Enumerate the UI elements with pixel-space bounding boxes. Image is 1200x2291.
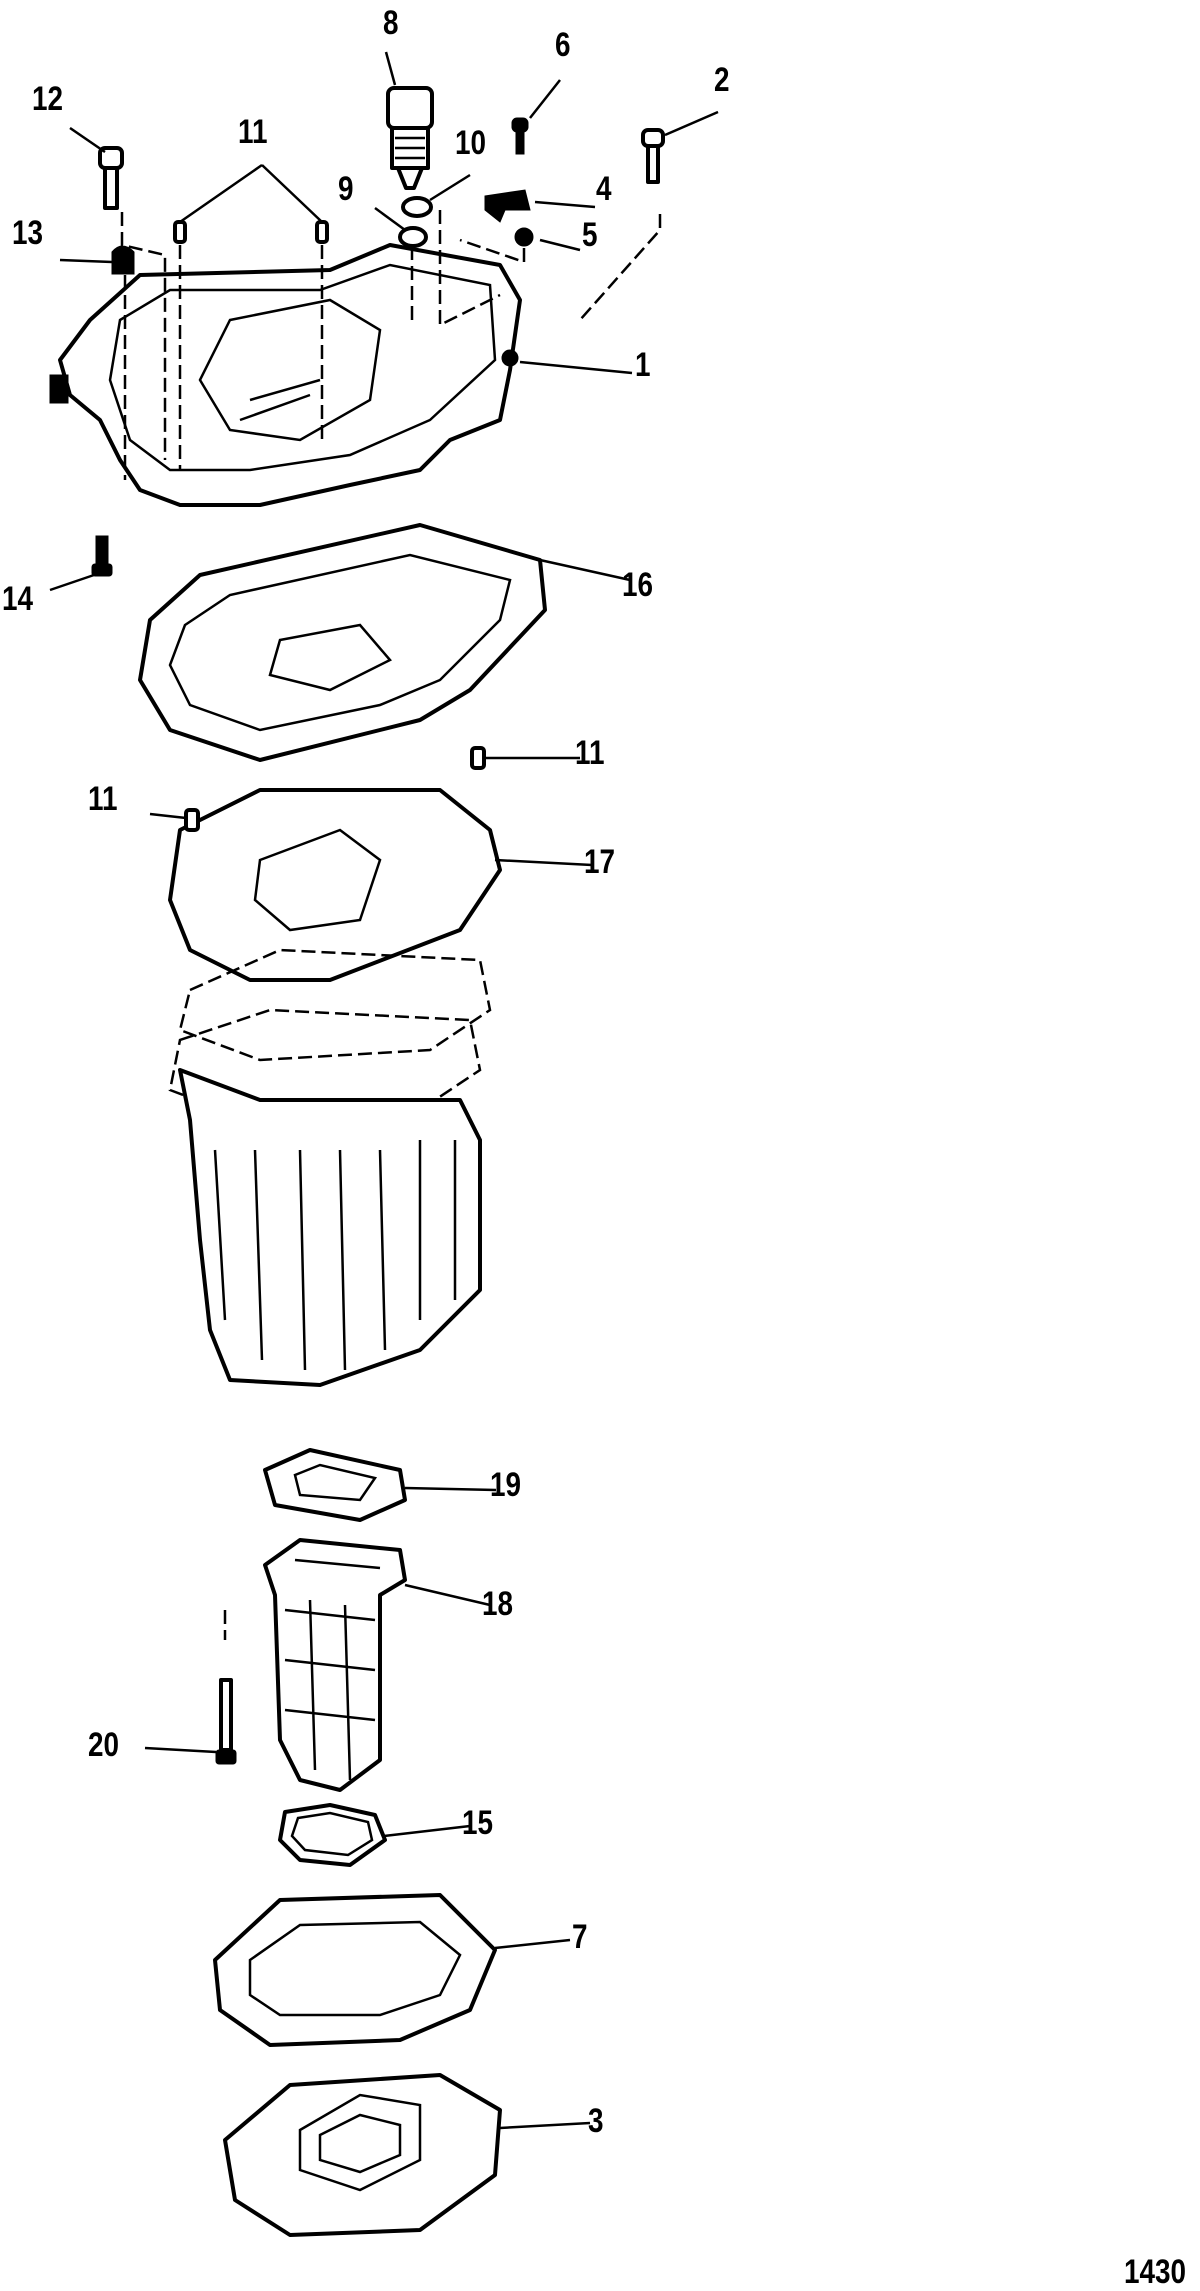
callout-11-right: 11 [575,734,605,772]
callout-leaders [49,51,719,2130]
callout-5: 5 [582,216,598,254]
figure-number: 1430 [1124,2253,1187,2291]
part-13-plug [111,245,135,275]
part-7-gasket [213,1893,497,2047]
callout-18: 18 [482,1585,514,1623]
callout-4: 4 [596,170,612,208]
callout-11-top: 11 [238,113,268,151]
callout-6: 6 [555,26,571,64]
callout-15: 15 [462,1804,494,1842]
callout-19: 19 [490,1466,522,1504]
callout-10: 10 [455,124,487,162]
part-20-bolt [215,1678,237,1765]
callout-3: 3 [588,2102,604,2140]
callout-20: 20 [88,1726,120,1764]
callout-17: 17 [584,843,616,881]
lower-housing [168,948,492,1387]
callout-8: 8 [383,4,399,42]
callout-12: 12 [32,80,64,118]
callout-2: 2 [714,61,730,99]
part-6-screw [511,117,529,155]
part-17-housing [168,746,502,982]
callout-13: 13 [12,214,44,252]
part-12-bolt [98,146,124,210]
part-18-exhaust-tube [263,1538,407,1792]
callout-14: 14 [2,580,34,618]
part-15-seal [278,1803,387,1867]
part-5-washer [514,227,534,247]
part-3-gasket [223,2073,502,2237]
part-14-bolt [91,535,113,577]
callout-7: 7 [572,1918,588,1956]
part-1-adapter-plate [49,243,522,507]
callout-1: 1 [635,346,651,384]
part-8-valve [386,86,434,190]
callout-16: 16 [622,566,654,604]
part-4-bracket [484,189,531,223]
callout-9: 9 [338,170,354,208]
part-19-gasket [263,1448,407,1522]
callout-11-left: 11 [88,780,118,818]
part-16-gasket [138,523,547,762]
part-2-bolt [641,128,665,184]
part-10-o-ring [401,196,433,218]
part-11-dowels-top [173,220,329,244]
